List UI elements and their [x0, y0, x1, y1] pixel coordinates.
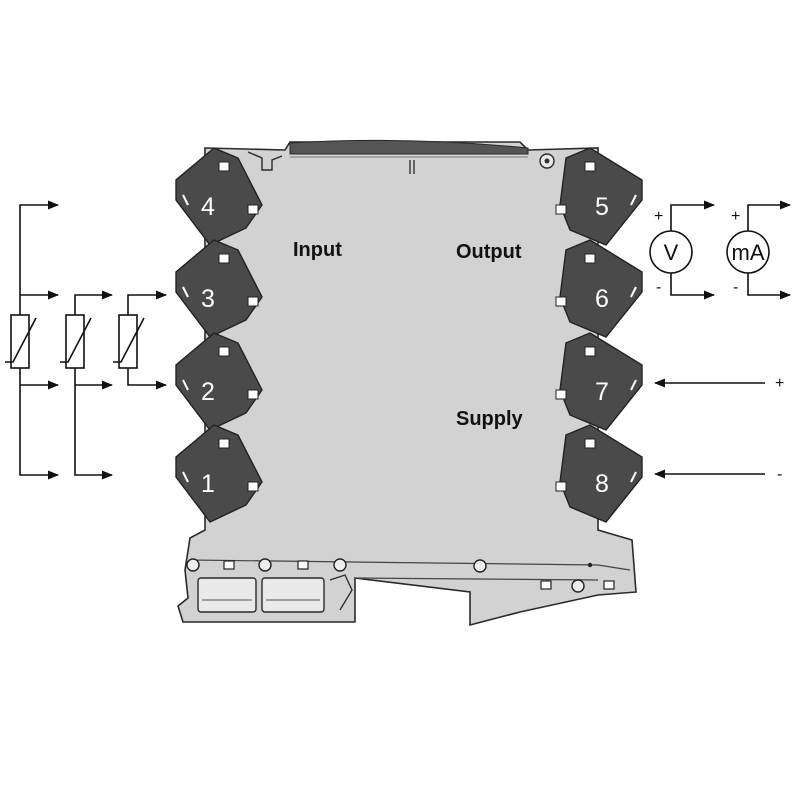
terminal-number-6: 6	[595, 285, 609, 313]
terminal-block-5[interactable]: 5	[555, 147, 643, 246]
terminal-block-8[interactable]: 8	[555, 424, 643, 523]
supply-minus-sign: -	[777, 466, 782, 483]
output-label: Output	[456, 241, 522, 263]
rtd-sensor-2	[60, 314, 92, 369]
terminal-number-3: 3	[201, 285, 215, 313]
voltmeter-plus-sign: +	[654, 208, 663, 225]
terminal-number-5: 5	[595, 193, 609, 221]
output-wiring	[670, 200, 792, 300]
terminal-block-6[interactable]: 6	[555, 239, 643, 338]
supply-label: Supply	[456, 408, 524, 430]
supply-plus-sign: +	[775, 375, 784, 392]
terminal-number-8: 8	[595, 470, 609, 498]
input-wiring	[19, 200, 168, 480]
terminal-number-7: 7	[595, 378, 609, 406]
terminal-number-1: 1	[201, 470, 215, 498]
rtd-sensor-1	[5, 314, 37, 369]
module-housing	[177, 139, 637, 627]
terminal-block-7[interactable]: 7	[555, 332, 643, 431]
ammeter-plus-sign: +	[731, 208, 740, 225]
ammeter: mA	[726, 230, 770, 274]
terminal-number-4: 4	[201, 193, 215, 221]
input-label: Input	[293, 239, 342, 261]
voltmeter-label: V	[664, 240, 679, 265]
terminal-number-2: 2	[201, 378, 215, 406]
voltmeter: V	[649, 230, 693, 274]
terminal-block-2[interactable]: 2	[175, 332, 263, 431]
terminal-block-4[interactable]: 4	[175, 147, 263, 246]
rtd-sensor-3	[113, 314, 145, 369]
ammeter-minus-sign: -	[733, 279, 738, 296]
supply-wiring	[653, 378, 765, 479]
terminal-block-3[interactable]: 3	[175, 239, 263, 338]
voltmeter-minus-sign: -	[656, 279, 661, 296]
terminal-block-1[interactable]: 1	[175, 424, 263, 523]
ammeter-label: mA	[732, 240, 765, 265]
